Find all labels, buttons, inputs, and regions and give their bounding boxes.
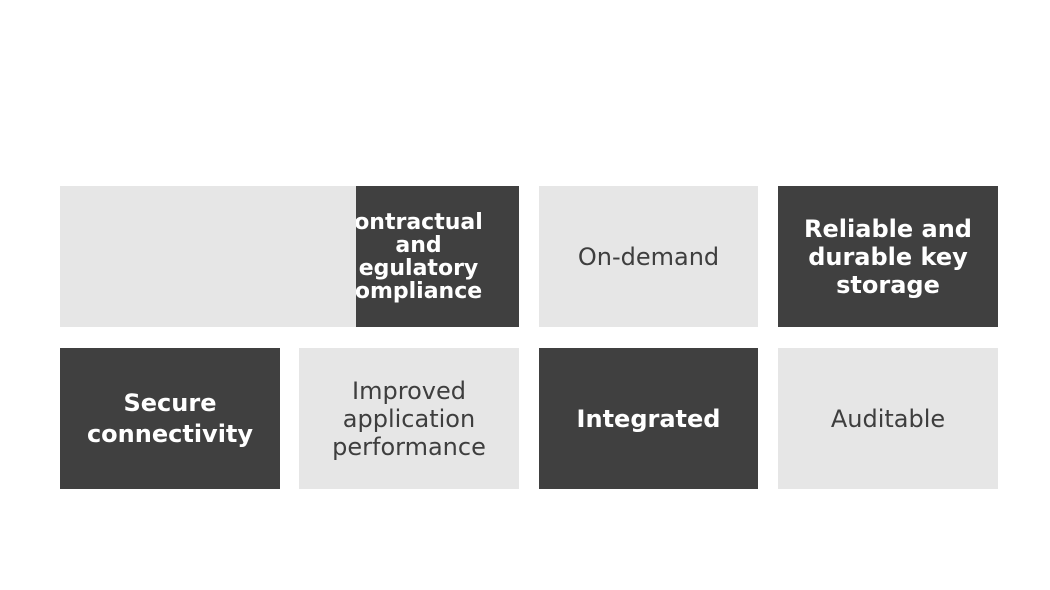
tile-label: Auditable (830, 404, 946, 433)
tile-label: Integrated (576, 404, 721, 433)
blank-light-tile (60, 186, 356, 327)
tile-label: Reliable and durable key storage (804, 214, 972, 299)
tile-label: Secure connectivity (86, 388, 254, 448)
tile-contractual-compliance: ontractual and egulatory ompliance (356, 186, 519, 327)
tile-integrated: Integrated (539, 348, 758, 489)
tile-improved-performance: Improved application performance (299, 348, 519, 489)
tile-reliable-storage: Reliable and durable key storage (778, 186, 998, 327)
tile-secure-connectivity: Secure connectivity (60, 348, 280, 489)
tile-on-demand: On-demand (539, 186, 758, 327)
tile-label: ontractual and egulatory ompliance (356, 209, 483, 304)
tile-auditable: Auditable (778, 348, 998, 489)
tile-label: On-demand (577, 242, 720, 271)
tile-label: Improved application performance (332, 376, 486, 461)
